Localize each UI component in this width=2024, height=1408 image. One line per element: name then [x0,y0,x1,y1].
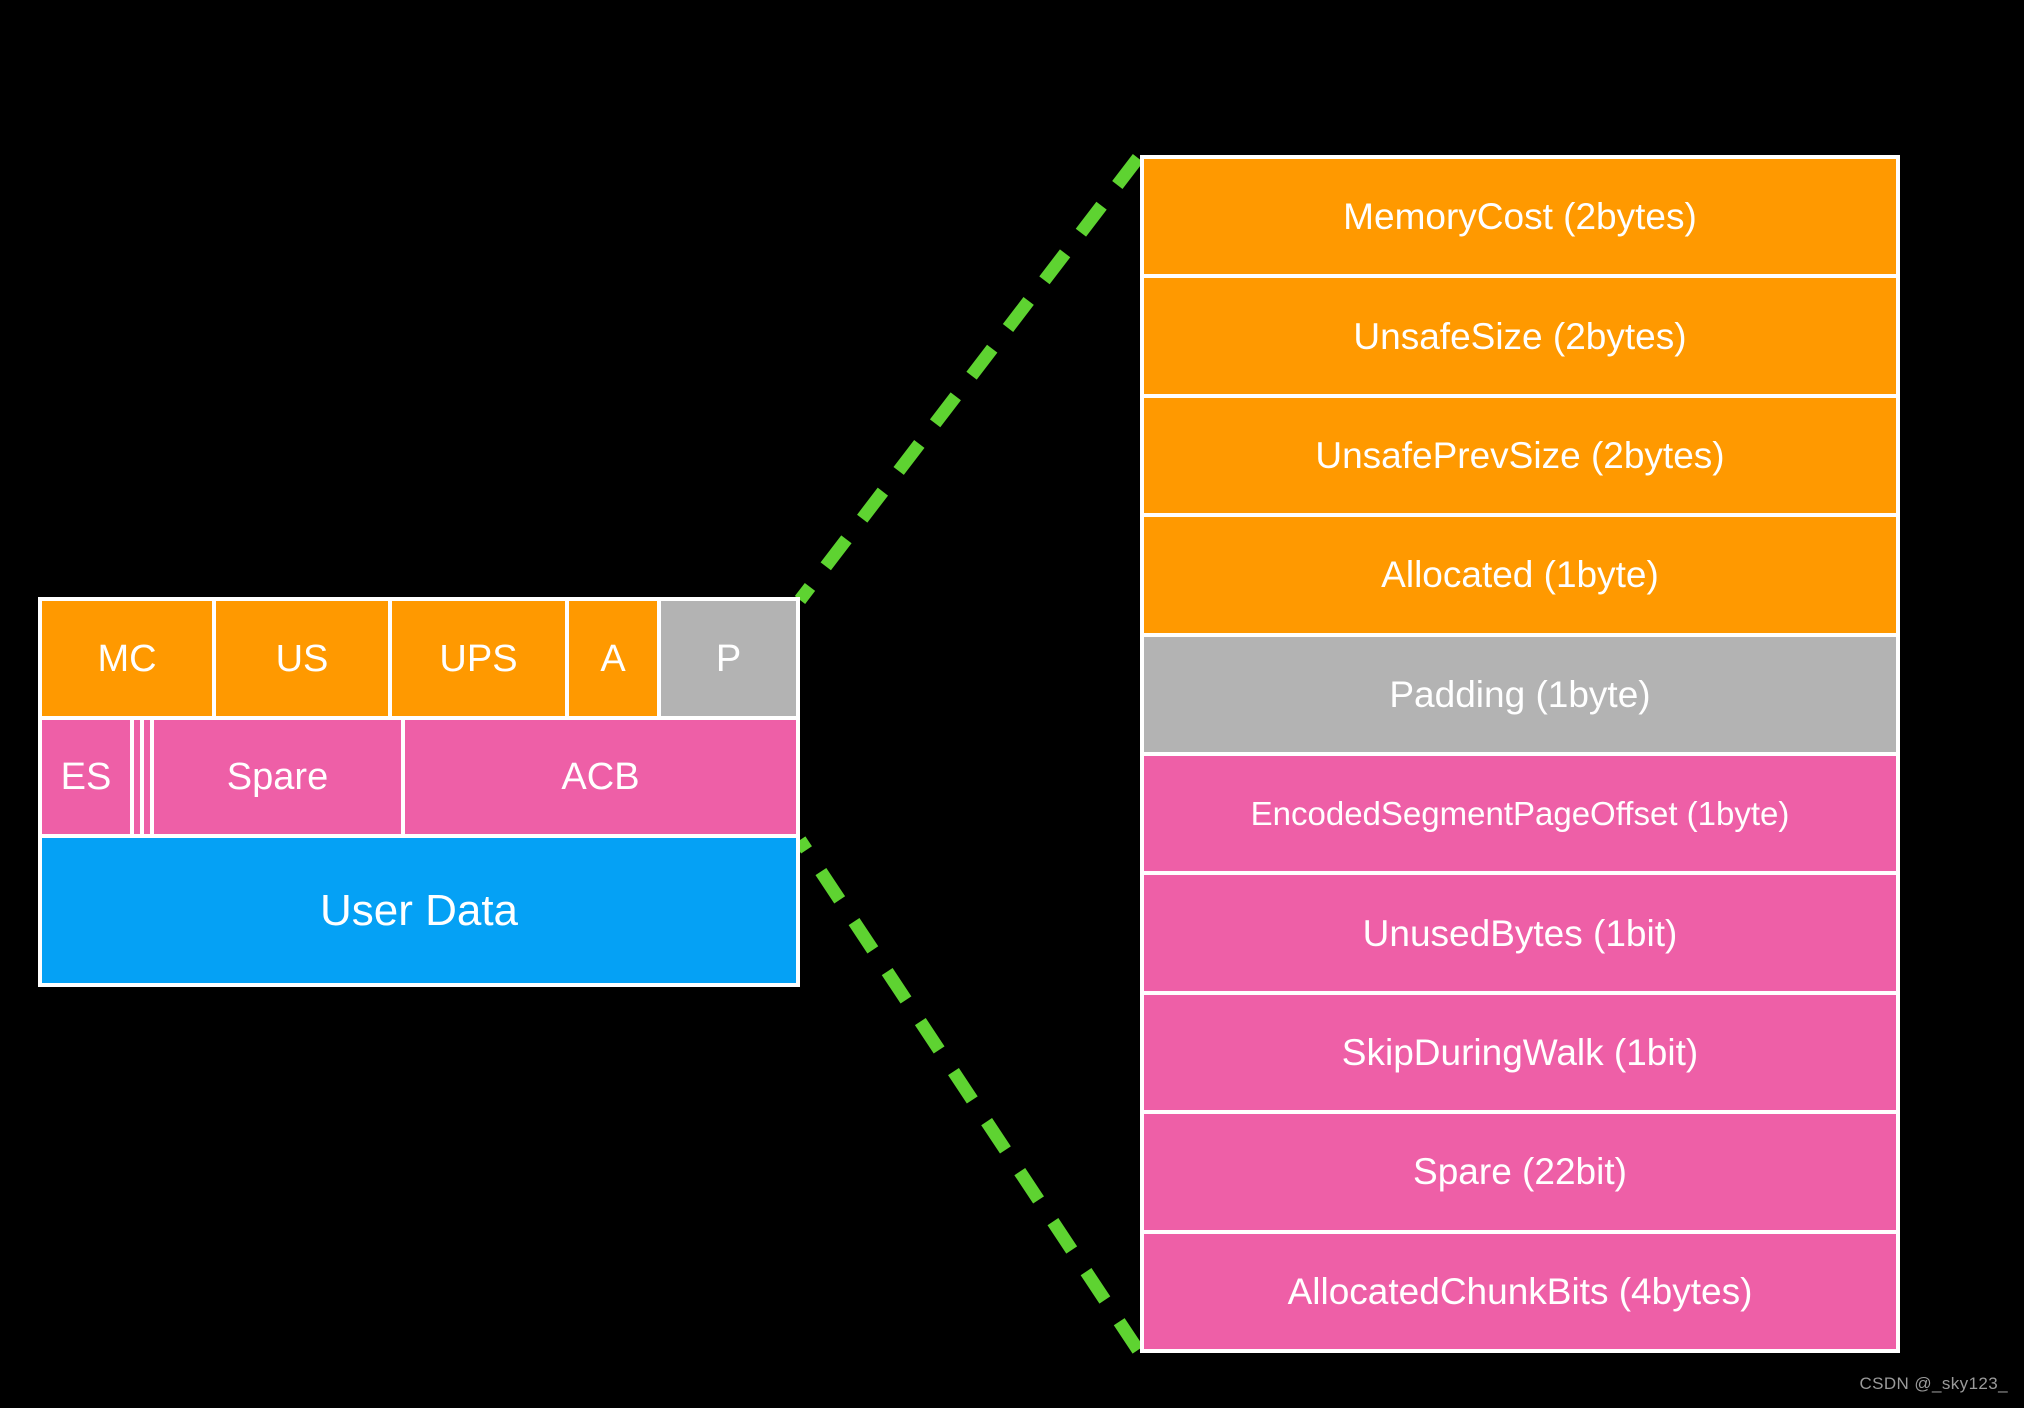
chunk-field-us: US [216,601,388,716]
chunk-field-thin-bit-2 [144,720,150,834]
chunk-field-es: ES [42,720,130,834]
field-row-allocated: Allocated (1byte) [1144,517,1896,633]
chunk-user-data-row: User Data [42,838,796,983]
field-row-allocatedchunkbits: AllocatedChunkBits (4bytes) [1144,1233,1896,1350]
chunk-field-a: A [569,601,657,716]
chunk-field-thin-bit-1 [134,720,140,834]
field-row-memorycost: MemoryCost (2bytes) [1144,159,1896,275]
chunk-header-row: MC US UPS A P [42,601,796,716]
compact-chunk-diagram: MC US UPS A P ES Spare ACB User Data [38,597,800,987]
chunk-field-acb: ACB [405,720,796,834]
field-row-unusedbytes: UnusedBytes (1bit) [1144,875,1896,991]
chunk-field-user-data: User Data [42,838,796,983]
chunk-field-spare: Spare [154,720,401,834]
chunk-field-ups: UPS [392,601,565,716]
connector-line-bottom [794,836,1144,1354]
watermark-label: CSDN @_sky123_ [1859,1374,2008,1393]
chunk-field-p: P [661,601,796,716]
field-row-encodedsegmentpageoffset: EncodedSegmentPageOffset (1byte) [1144,756,1896,872]
field-row-unsafeprevsize: UnsafePrevSize (2bytes) [1144,397,1896,514]
connector-line-top [794,154,1144,604]
field-row-skipduringwalk: SkipDuringWalk (1bit) [1144,994,1896,1111]
chunk-flags-row: ES Spare ACB [42,720,796,834]
field-row-unsafesize: UnsafeSize (2bytes) [1144,278,1896,394]
field-row-padding: Padding (1byte) [1144,636,1896,753]
chunk-field-mc: MC [42,601,212,716]
expanded-field-panel: MemoryCost (2bytes) UnsafeSize (2bytes) … [1140,155,1900,1353]
field-row-spare: Spare (22bit) [1144,1114,1896,1230]
